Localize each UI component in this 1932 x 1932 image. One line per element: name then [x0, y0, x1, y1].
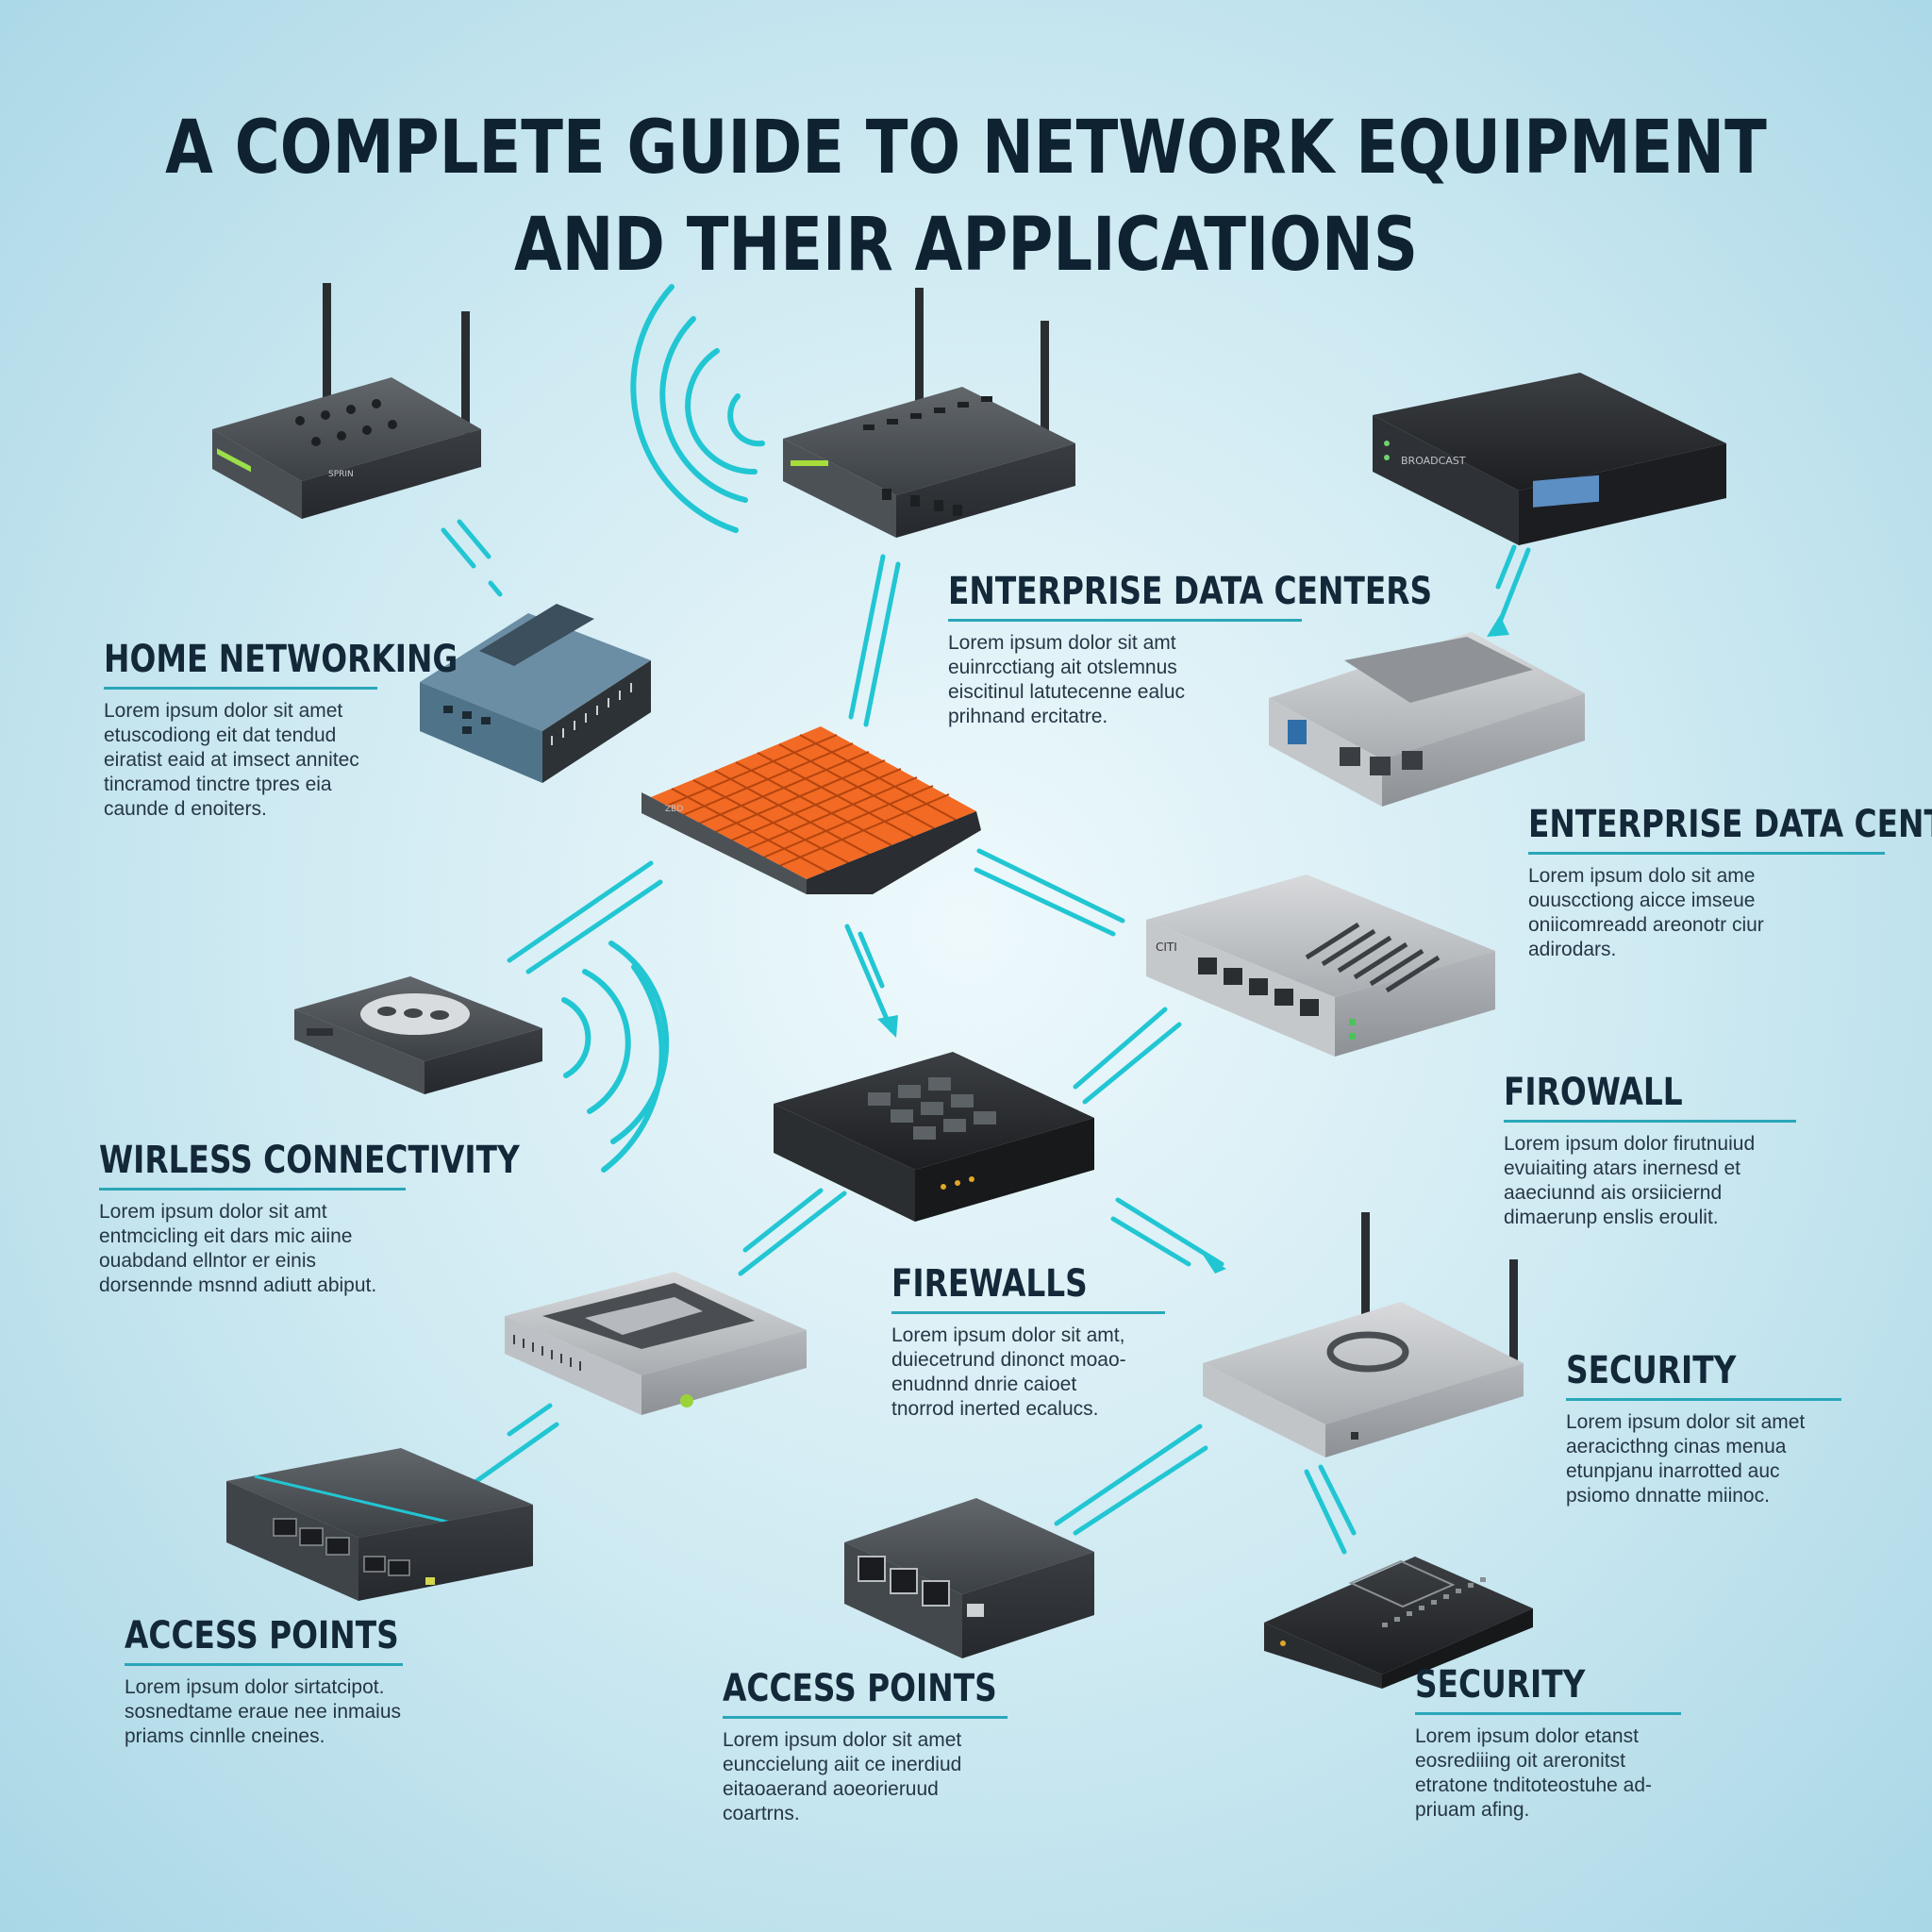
section-heading: WIRLESS CONNECTIVITY: [99, 1139, 520, 1182]
patch-panel-device: ZBD: [641, 726, 981, 894]
section-heading: ENTERPRISE DATA CENTERS: [948, 570, 1433, 613]
section-security-bottom: SECURITY Lorem ipsum dolor etanst eosred…: [1415, 1663, 1681, 1823]
access-point-switch-device: [844, 1498, 1094, 1658]
switch-brand-label: CITI: [1156, 941, 1177, 954]
section-body: Lorem ipsum dolor firutnuiud evuiaiting …: [1504, 1133, 1756, 1228]
heading-underline: [1504, 1120, 1796, 1123]
section-body: Lorem ipsum dolo sit ame ouuscctiong aic…: [1528, 865, 1764, 960]
access-switch-device: [226, 1448, 533, 1601]
enterprise-router-device: [1269, 632, 1585, 807]
section-body: Lorem ipsum dolor sit amet eunccielung a…: [723, 1729, 962, 1824]
enterprise-switch-device: CITI: [1146, 874, 1495, 1057]
section-access-points-middle: ACCESS POINTS Lorem ipsum dolor sit amet…: [723, 1667, 1008, 1826]
heading-underline: [1415, 1712, 1681, 1715]
heading-underline: [99, 1188, 406, 1191]
section-heading: ACCESS POINTS: [723, 1667, 997, 1710]
section-body: Lorem ipsum dolor sit amt entmcicling ei…: [99, 1201, 377, 1296]
section-heading: SECURITY: [1415, 1663, 1586, 1707]
section-home-networking: HOME NETWORKING Lorem ipsum dolor sit am…: [104, 638, 458, 822]
data-center-appliance-device: BROADCAST: [1373, 373, 1726, 545]
panel-brand-label: ZBD: [665, 805, 683, 814]
section-body: Lorem ipsum dolor sit amet etuscodiong e…: [104, 700, 359, 820]
section-security-right: SECURITY Lorem ipsum dolor sit amet aera…: [1566, 1349, 1841, 1508]
section-enterprise-data-centers-top: ENTERPRISE DATA CENTERS Lorem ipsum dolo…: [948, 570, 1433, 729]
firewall-appliance-device: [505, 1272, 807, 1415]
section-access-points-left: ACCESS POINTS Lorem ipsum dolor sirtatci…: [125, 1614, 403, 1749]
central-switch-device: [774, 1052, 1094, 1222]
heading-underline: [948, 619, 1302, 622]
section-body: Lorem ipsum dolor etanst eosrediiing oit…: [1415, 1725, 1653, 1821]
page-title-line2: AND THEIR APPLICATIONS: [513, 203, 1419, 288]
section-wireless-connectivity: WIRLESS CONNECTIVITY Lorem ipsum dolor s…: [99, 1139, 520, 1298]
connector-lines: [441, 519, 1531, 1555]
section-heading: FIROWALL: [1504, 1071, 1683, 1114]
heading-underline: [104, 687, 377, 690]
section-enterprise-data-centers-right: ENTERPRISE DATA CENTERS Lorem ipsum dolo…: [1528, 803, 1932, 962]
section-body: Lorem ipsum dolor sirtatcipot. sosnedtam…: [125, 1676, 402, 1747]
heading-underline: [125, 1663, 403, 1666]
heading-underline: [723, 1716, 1008, 1719]
section-body: Lorem ipsum dolor sit amet aeracicthng c…: [1566, 1411, 1806, 1507]
home-modem-device: [420, 604, 651, 783]
section-heading: ACCESS POINTS: [125, 1614, 399, 1657]
wireless-modem-device: [294, 976, 542, 1094]
security-router-device: [1203, 1212, 1524, 1457]
section-body: Lorem ipsum dolor sit amt, duiecetrund d…: [891, 1324, 1126, 1420]
section-heading: SECURITY: [1566, 1349, 1737, 1392]
heading-underline: [891, 1311, 1165, 1314]
section-firewall: FIROWALL Lorem ipsum dolor firutnuiud ev…: [1504, 1071, 1796, 1230]
section-heading: ENTERPRISE DATA CENTERS: [1528, 803, 1932, 846]
wifi-signal-icon: [561, 941, 670, 1173]
home-router-device: SPRIN: [212, 283, 481, 519]
heading-underline: [1566, 1398, 1841, 1401]
section-heading: FIREWALLS: [891, 1262, 1088, 1306]
wireless-router-device: [783, 288, 1075, 538]
section-body: Lorem ipsum dolor sit amt euinrcctiang a…: [948, 632, 1185, 727]
router-brand-label: SPRIN: [328, 470, 354, 479]
security-appliance-device: [1264, 1557, 1533, 1689]
wifi-signal-icon: [630, 284, 765, 533]
page-title-line1: A COMPLETE GUIDE TO NETWORK EQUIPMENT: [165, 106, 1767, 191]
section-firewalls: FIREWALLS Lorem ipsum dolor sit amt, dui…: [891, 1262, 1165, 1422]
appliance-brand-label: BROADCAST: [1401, 455, 1466, 467]
heading-underline: [1528, 852, 1885, 855]
section-heading: HOME NETWORKING: [104, 638, 458, 681]
